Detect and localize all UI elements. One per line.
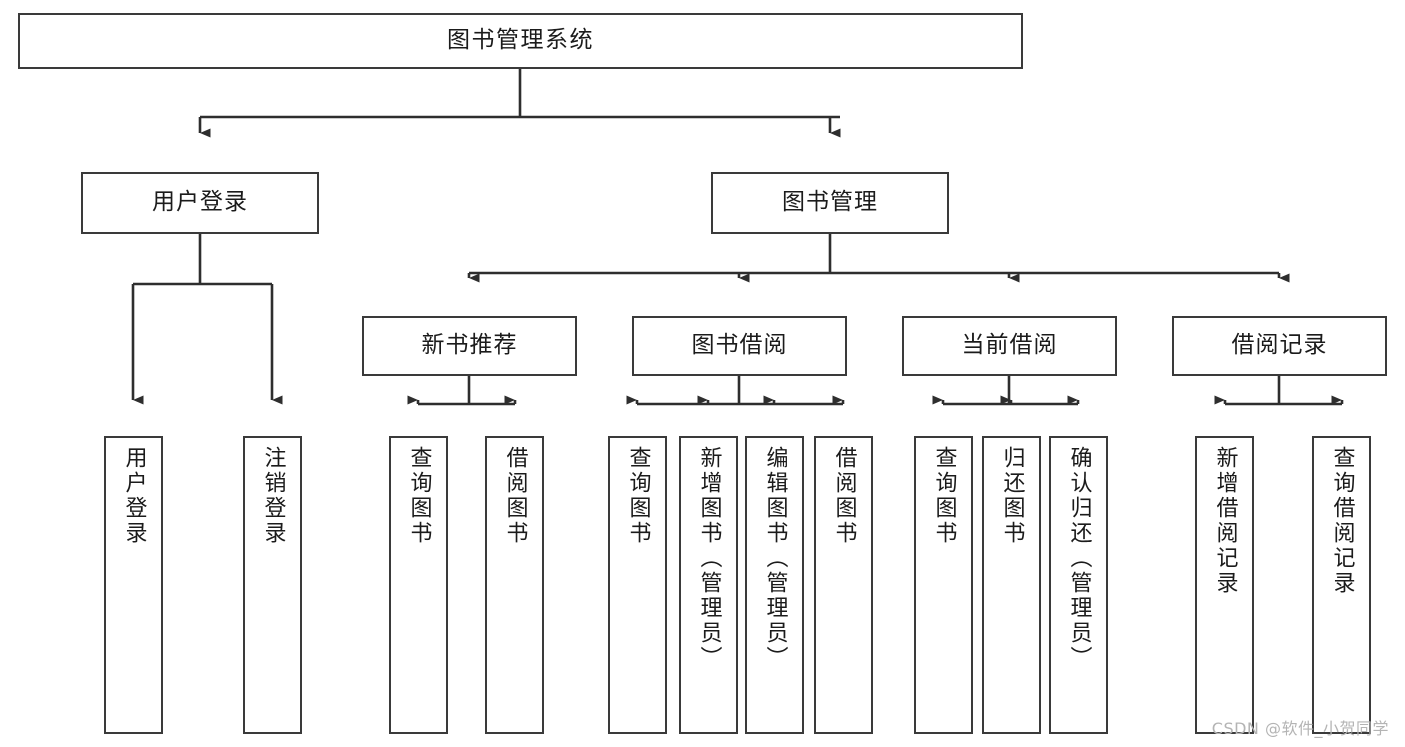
node-leaf-query-book-3-label: 查询图书 [931,446,957,546]
node-leaf-edit-book[interactable]: 编辑图书（管理员） [745,436,804,734]
node-leaf-query-book-1-label: 查询图书 [406,446,432,546]
node-root-label: 图书管理系统 [447,27,594,54]
node-current-borrow[interactable]: 当前借阅 [902,316,1117,376]
node-leaf-borrow-book-1-label: 借阅图书 [502,446,528,546]
node-book-manage[interactable]: 图书管理 [711,172,949,234]
node-book-manage-label: 图书管理 [782,189,878,216]
node-leaf-query-book-1[interactable]: 查询图书 [389,436,448,734]
node-current-borrow-label: 当前借阅 [961,332,1058,359]
node-leaf-user-logout[interactable]: 注销登录 [243,436,302,734]
node-leaf-confirm-return-label: 确认归还（管理员） [1066,446,1092,671]
node-book-borrow[interactable]: 图书借阅 [632,316,847,376]
node-root[interactable]: 图书管理系统 [18,13,1023,69]
node-borrow-record[interactable]: 借阅记录 [1172,316,1387,376]
node-leaf-user-logout-label: 注销登录 [260,446,286,546]
node-borrow-record-label: 借阅记录 [1231,332,1328,359]
node-leaf-query-record-label: 查询借阅记录 [1329,446,1355,596]
node-leaf-query-book-2[interactable]: 查询图书 [608,436,667,734]
node-new-book-recommend[interactable]: 新书推荐 [362,316,577,376]
node-leaf-add-book-label: 新增图书（管理员） [696,446,722,671]
node-leaf-borrow-book-2[interactable]: 借阅图书 [814,436,873,734]
node-leaf-return-book-label: 归还图书 [999,446,1025,546]
node-leaf-edit-book-label: 编辑图书（管理员） [762,446,788,671]
node-leaf-add-record-label: 新增借阅记录 [1212,446,1238,596]
node-leaf-query-book-3[interactable]: 查询图书 [914,436,973,734]
node-leaf-user-login-label: 用户登录 [121,446,147,546]
node-leaf-query-record[interactable]: 查询借阅记录 [1312,436,1371,734]
node-user-login-label: 用户登录 [152,189,248,216]
node-leaf-user-login[interactable]: 用户登录 [104,436,163,734]
node-user-login[interactable]: 用户登录 [81,172,319,234]
node-leaf-add-book[interactable]: 新增图书（管理员） [679,436,738,734]
node-book-borrow-label: 图书借阅 [691,332,788,359]
node-new-book-recommend-label: 新书推荐 [421,332,518,359]
node-leaf-confirm-return[interactable]: 确认归还（管理员） [1049,436,1108,734]
node-leaf-query-book-2-label: 查询图书 [625,446,651,546]
node-leaf-borrow-book-2-label: 借阅图书 [831,446,857,546]
node-leaf-add-record[interactable]: 新增借阅记录 [1195,436,1254,734]
node-leaf-return-book[interactable]: 归还图书 [982,436,1041,734]
csdn-watermark: CSDN @软件_小贺同学 [1211,719,1389,738]
node-leaf-borrow-book-1[interactable]: 借阅图书 [485,436,544,734]
